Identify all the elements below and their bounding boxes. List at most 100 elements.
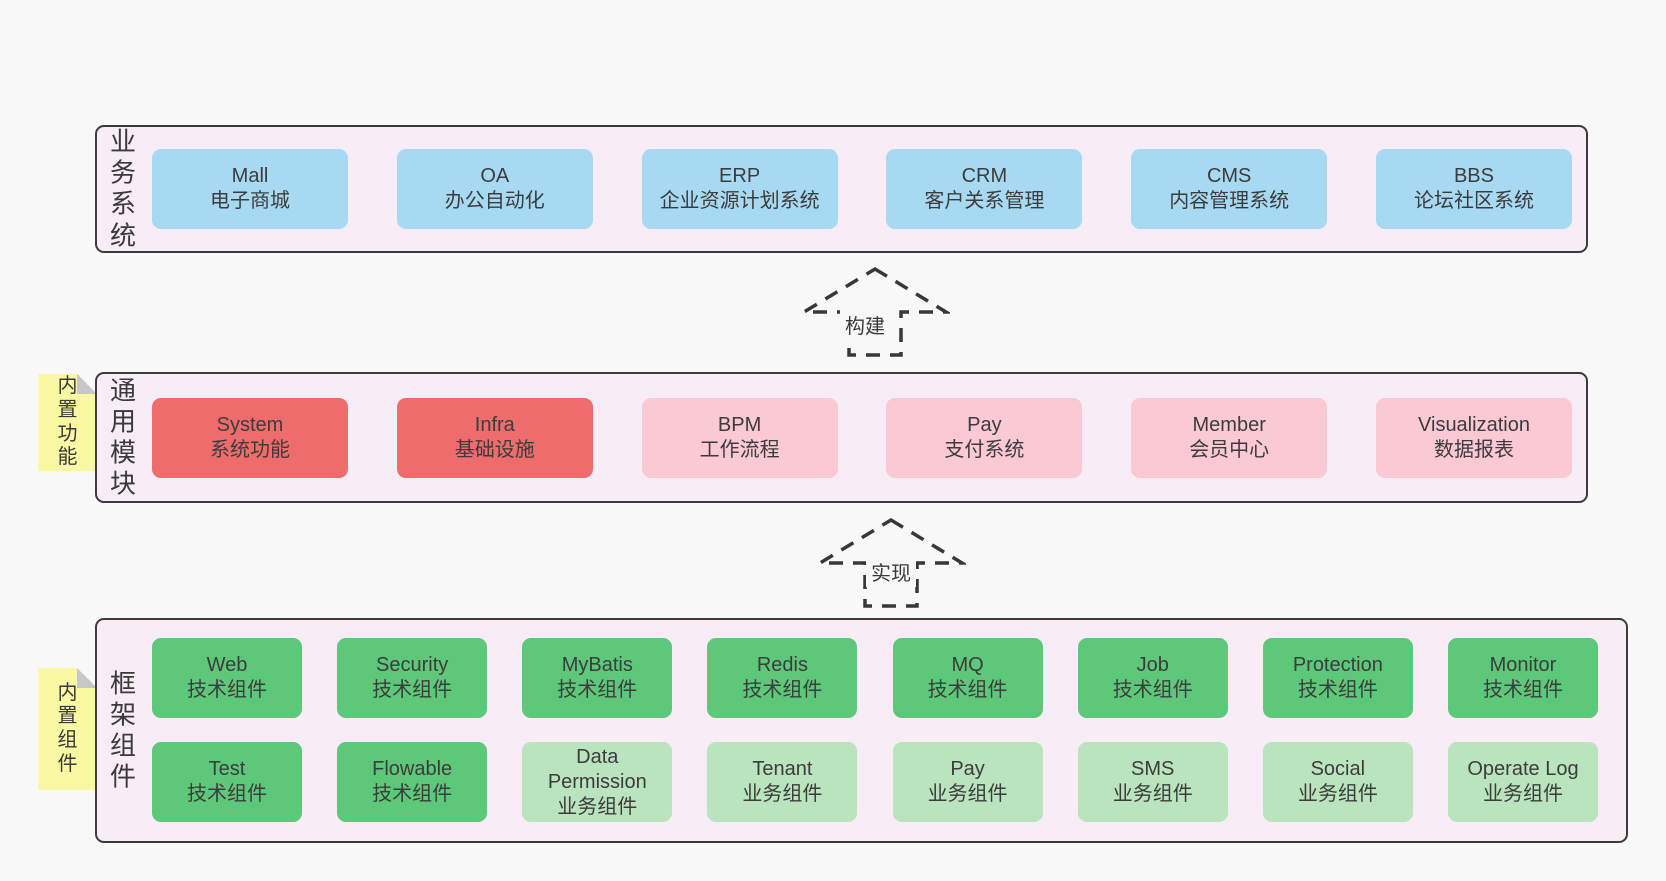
node-name-text: Data Permission: [547, 745, 647, 793]
node-name-text: CMS: [1206, 165, 1252, 187]
node-desc-text: 业务组件: [1297, 783, 1378, 805]
node-desc-text: 业务组件: [1482, 783, 1563, 805]
node-system: System 系统功能: [152, 398, 348, 478]
modules-row: System 系统功能 Infra 基础设施 BPM 工作流程 Pay 支付系统…: [152, 398, 1572, 478]
implement-arrow: [816, 517, 966, 609]
node-erp: ERP 企业资源计划系统: [641, 149, 838, 229]
node-desc-text: 工作流程: [699, 439, 780, 461]
node-desc-text: 技术组件: [372, 783, 453, 805]
node-name-text: Redis: [756, 654, 808, 676]
node-desc-text: 技术组件: [187, 679, 267, 701]
node-name-text: System: [216, 414, 284, 436]
node-name-text: Pay: [967, 414, 1002, 436]
node-name-text: Member: [1192, 414, 1266, 436]
node-name-text: MyBatis: [561, 654, 633, 676]
section-title: 框架组件: [109, 668, 136, 792]
section-framework-components: 框架组件 Web 技术组件 Security 技术组件 MyBatis 技术组件…: [95, 618, 1628, 843]
node-name-text: SMS: [1131, 758, 1175, 780]
node-name-text: Visualization: [1418, 414, 1530, 436]
node-name-text: Web: [206, 654, 248, 676]
node-pay-system: Pay 支付系统: [886, 398, 1083, 478]
node-name-text: OA: [480, 165, 510, 187]
node-desc-text: 业务组件: [1112, 783, 1193, 805]
node-desc-text: 技术组件: [187, 783, 267, 805]
section-common-modules: 通用模块 System 系统功能 Infra 基础设施 BPM 工作流程 Pay…: [95, 372, 1588, 503]
node-desc-text: 技术组件: [927, 679, 1008, 701]
section-business-systems: 业务系统 Mall 电子商城 OA 办公自动化 ERP 企业资源计划系统 CRM…: [95, 125, 1588, 253]
node-crm: CRM 客户关系管理: [886, 149, 1083, 229]
business-row: Mall 电子商城 OA 办公自动化 ERP 企业资源计划系统 CRM 客户关系…: [152, 149, 1572, 229]
node-name-text: Tenant: [752, 758, 813, 780]
sticky-note-label: 内置组件: [57, 681, 78, 775]
node-desc-text: 业务组件: [557, 795, 638, 818]
implement-arrow-label: 实现: [866, 556, 916, 587]
node-name-text: Social: [1310, 758, 1366, 780]
node-mall: Mall 电子商城: [152, 149, 348, 229]
node-pay-component: Pay 业务组件: [892, 742, 1043, 822]
node-bpm: BPM 工作流程: [641, 398, 838, 478]
node-desc-text: 论坛社区系统: [1413, 190, 1534, 212]
node-oa: OA 办公自动化: [396, 149, 593, 229]
node-desc-text: 技术组件: [1112, 679, 1193, 701]
node-redis: Redis 技术组件: [707, 638, 858, 718]
node-desc-text: 业务组件: [742, 783, 823, 805]
components-row-1: Web 技术组件 Security 技术组件 MyBatis 技术组件 Redi…: [152, 638, 1598, 718]
node-operate-log: Operate Log 业务组件: [1447, 742, 1598, 822]
node-desc-text: 技术组件: [557, 679, 638, 701]
node-name-text: BPM: [717, 414, 762, 436]
node-name-text: BBS: [1453, 165, 1494, 187]
node-monitor: Monitor 技术组件: [1447, 638, 1598, 718]
components-row-2: Test 技术组件 Flowable 技术组件 Data Permission …: [152, 742, 1598, 822]
node-flowable: Flowable 技术组件: [337, 742, 488, 822]
sticky-note-label: 内置功能: [57, 375, 78, 469]
node-mq: MQ 技术组件: [892, 638, 1043, 718]
node-desc-text: 数据报表: [1433, 439, 1514, 461]
node-desc-text: 技术组件: [372, 679, 453, 701]
node-tenant: Tenant 业务组件: [707, 742, 858, 822]
node-name-text: MQ: [951, 654, 984, 676]
node-name-text: ERP: [719, 165, 761, 187]
section-title: 通用模块: [109, 375, 136, 499]
node-test: Test 技术组件: [152, 742, 302, 822]
node-job: Job 技术组件: [1077, 638, 1228, 718]
node-name-text: Operate Log: [1467, 758, 1579, 780]
node-desc-text: 技术组件: [742, 679, 823, 701]
sticky-note-builtin-components: 内置组件: [38, 668, 97, 790]
node-name-text: Mall: [231, 165, 269, 187]
node-name-text: Protection: [1292, 654, 1383, 676]
node-desc-text: 电子商城: [210, 190, 290, 212]
node-desc-text: 客户关系管理: [924, 190, 1045, 212]
sticky-note-builtin-features: 内置功能: [38, 374, 97, 471]
node-name-text: Infra: [474, 414, 515, 436]
node-name-text: Flowable: [372, 758, 453, 780]
node-desc-text: 基础设施: [454, 439, 535, 461]
node-social: Social 业务组件: [1262, 742, 1413, 822]
node-protection: Protection 技术组件: [1262, 638, 1413, 718]
node-desc-text: 内容管理系统: [1169, 190, 1290, 212]
node-sms: SMS 业务组件: [1077, 742, 1228, 822]
node-desc-text: 技术组件: [1297, 679, 1378, 701]
node-member: Member 会员中心: [1131, 398, 1328, 478]
node-desc-text: 办公自动化: [444, 190, 545, 212]
node-name-text: CRM: [961, 165, 1008, 187]
node-name-text: Job: [1136, 654, 1169, 676]
node-desc-text: 系统功能: [210, 439, 290, 461]
node-desc-text: 企业资源计划系统: [659, 190, 820, 212]
node-cms: CMS 内容管理系统: [1131, 149, 1328, 229]
node-desc-text: 业务组件: [927, 783, 1008, 805]
node-name-text: Security: [376, 654, 449, 676]
node-visualization: Visualization 数据报表: [1375, 398, 1572, 478]
node-mybatis: MyBatis 技术组件: [522, 638, 673, 718]
node-name-text: Test: [208, 758, 246, 780]
node-desc-text: 会员中心: [1189, 439, 1270, 461]
node-desc-text: 技术组件: [1482, 679, 1563, 701]
node-desc-text: 支付系统: [944, 439, 1025, 461]
build-arrow: [800, 266, 950, 358]
build-arrow-label: 构建: [840, 309, 890, 340]
node-security: Security 技术组件: [337, 638, 488, 718]
node-bbs: BBS 论坛社区系统: [1375, 149, 1572, 229]
node-name-text: Monitor: [1489, 654, 1557, 676]
node-infra: Infra 基础设施: [396, 398, 593, 478]
section-title: 业务系统: [109, 126, 136, 251]
